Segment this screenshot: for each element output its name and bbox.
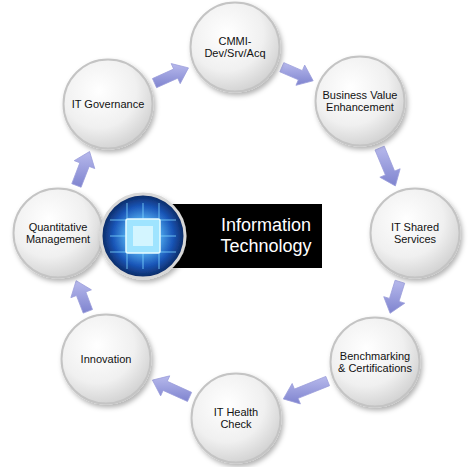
topic-circle: CMMI-Dev/Srv/Acq — [189, 1, 281, 93]
topic-circle: IT Health Check — [190, 372, 282, 464]
label-holder: Innovation — [60, 313, 152, 405]
topic-label: Benchmarking & Certifications — [336, 350, 414, 374]
topic-circle: IT Shared Services — [369, 187, 461, 279]
circle-fill — [191, 3, 280, 92]
cycle-arrow — [152, 64, 188, 88]
topic-label: IT Health Check — [197, 406, 275, 430]
cycle-arrow — [152, 376, 191, 402]
label-holder: Business Value Enhancement — [314, 55, 406, 147]
circle-fill — [192, 374, 281, 463]
chip-core — [126, 219, 160, 253]
center-title: Information Technology — [210, 215, 322, 257]
label-holder: IT Governance — [62, 58, 154, 150]
cycle-arrow — [72, 152, 95, 188]
circle-fill — [331, 318, 420, 407]
topic-circle: Innovation — [60, 313, 152, 405]
topic-label: Quantitative Management — [19, 221, 97, 245]
circle-fill — [14, 189, 103, 278]
circle-fill — [64, 60, 153, 149]
topic-label: IT Governance — [72, 98, 145, 110]
label-holder: IT Shared Services — [369, 187, 461, 279]
cycle-arrow — [283, 376, 329, 403]
label-holder: CMMI-Dev/Srv/Acq — [189, 1, 281, 93]
cycle-arrow — [375, 146, 400, 186]
cycle-arrow — [384, 280, 405, 313]
circle-fill — [316, 57, 405, 146]
topic-label: CMMI-Dev/Srv/Acq — [196, 35, 274, 59]
label-holder: Benchmarking & Certifications — [329, 316, 421, 408]
topic-circle: Quantitative Management — [12, 187, 104, 279]
topic-label: Business Value Enhancement — [321, 89, 399, 113]
topic-circle: Benchmarking & Certifications — [329, 316, 421, 408]
label-holder: Information Technology — [170, 204, 322, 268]
topic-label: IT Shared Services — [376, 221, 454, 245]
label-holder: Quantitative Management — [12, 187, 104, 279]
topic-circle: Business Value Enhancement — [314, 55, 406, 147]
topic-label: Innovation — [81, 353, 132, 365]
cycle-arrow — [71, 281, 93, 313]
circle-fill — [62, 315, 151, 404]
center-title-box: Information Technology — [170, 204, 322, 268]
chip-die — [133, 226, 153, 246]
circuit-traces — [110, 203, 176, 269]
cycle-arrow — [280, 63, 313, 86]
label-holder: IT Health Check — [190, 372, 282, 464]
circle-fill — [371, 189, 460, 278]
topic-circle: IT Governance — [62, 58, 154, 150]
